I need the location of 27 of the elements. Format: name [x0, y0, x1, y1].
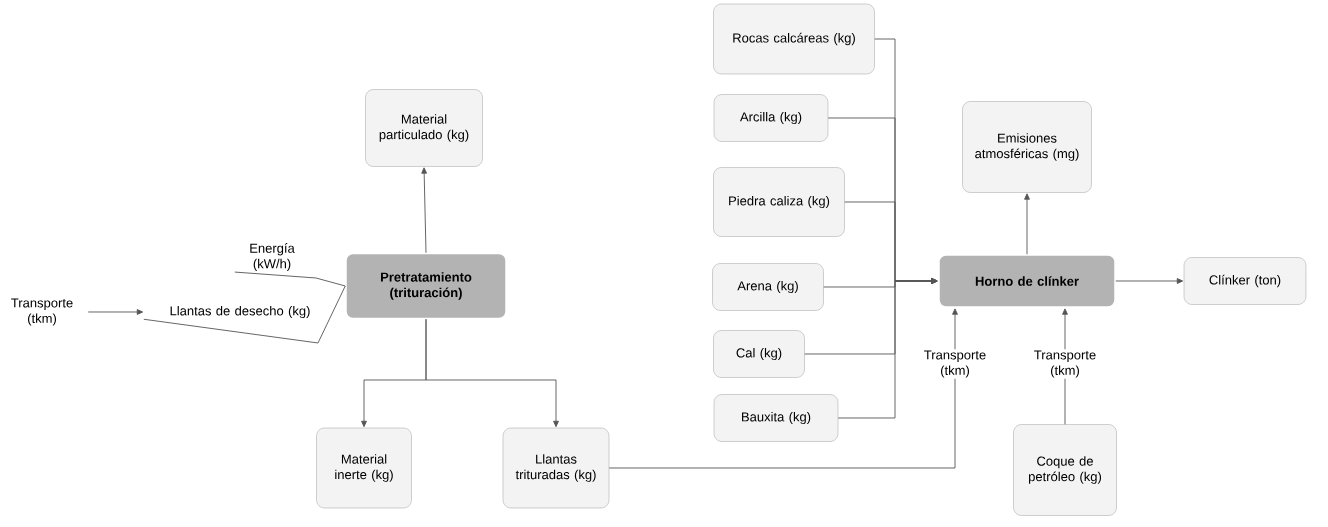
process-box: Rocas calcáreas (kg) [713, 3, 875, 75]
process-box: Arcilla (kg) [713, 94, 829, 142]
process-box: Clínker (ton) [1183, 257, 1307, 305]
flow-label: Transporte (tkm) [924, 350, 986, 378]
process-box: Arena (kg) [712, 263, 824, 311]
process-box: Horno de clínker [938, 254, 1116, 308]
flow-label: Energía (kW/h) [250, 243, 295, 271]
process-box: Material inerte (kg) [316, 427, 412, 509]
arrow [1062, 308, 1068, 350]
arrow [837, 278, 938, 419]
flow-label: Transporte (tkm) [1034, 350, 1096, 378]
process-box: Coque de petróleo (kg) [1013, 424, 1117, 516]
process-box: Bauxita (kg) [713, 394, 839, 442]
process-box: Piedra caliza (kg) [713, 167, 845, 237]
process-box: Material particulado (kg) [365, 89, 483, 167]
arrow [87, 309, 144, 315]
arrow [425, 318, 559, 428]
arrow [952, 308, 958, 350]
process-box: Pretratamiento (trituración) [345, 252, 507, 320]
flow-label: Transporte (tkm) [11, 298, 73, 326]
process-box: Emisiones atmosféricas (mg) [962, 101, 1092, 193]
arrow [421, 167, 428, 254]
arrow [1024, 193, 1030, 255]
process-box: Cal (kg) [713, 330, 805, 378]
process-box: Llantas trituradas (kg) [502, 427, 610, 509]
flow-label: Llantas de desecho (kg) [170, 305, 310, 319]
arrow [1115, 278, 1184, 284]
